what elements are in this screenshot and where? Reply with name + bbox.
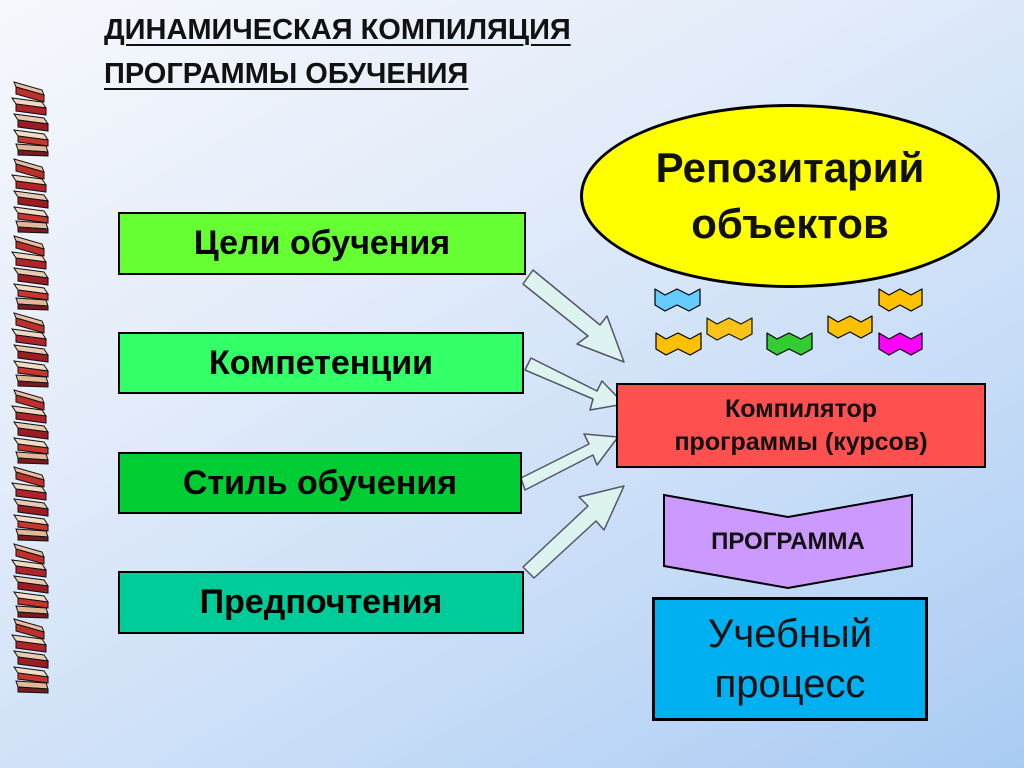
arrow-preferences-to-compiler (522, 485, 625, 579)
learning-object-chevron-icon (654, 288, 701, 312)
arrow-competencies-to-compiler (524, 357, 625, 411)
learning-process-box: Учебный процесс (652, 597, 928, 721)
goals-box: Цели обучения (118, 212, 526, 275)
competencies-box: Компетенции (118, 332, 524, 394)
learning-object-chevron-icon (878, 288, 923, 312)
title-line-1: ДИНАМИЧЕСКАЯ КОМПИЛЯЦИЯ (104, 14, 571, 46)
learning-object-chevron-icon (655, 332, 702, 356)
preferences-label: Предпочтения (199, 583, 443, 621)
page-title: ДИНАМИЧЕСКАЯ КОМПИЛЯЦИЯ ПРОГРАММЫ ОБУЧЕН… (104, 8, 571, 96)
program-label: ПРОГРАММА (711, 528, 865, 555)
program-compiler-box: Компилятор программы (курсов) (616, 383, 986, 468)
compiler-line-2: программы (курсов) (674, 427, 928, 456)
learning-style-label: Стиль обучения (182, 463, 458, 502)
preferences-box: Предпочтения (118, 571, 524, 634)
learning-line-1: Учебный (707, 612, 873, 656)
learning-object-chevron-icon (766, 332, 813, 356)
competencies-label: Компетенции (208, 343, 434, 382)
learning-object-chevron-icon (827, 315, 873, 339)
arrow-style-to-compiler (520, 433, 619, 491)
goals-label: Цели обучения (193, 224, 451, 262)
compiler-line-1: Компилятор (724, 394, 878, 423)
object-repository-ellipse: Репозитарий объектов (580, 104, 1000, 288)
learning-line-2: процесс (714, 662, 866, 706)
repository-line-2: объектов (691, 200, 889, 247)
learning-object-chevron-icon (706, 317, 753, 341)
learning-style-box: Стиль обучения (118, 452, 522, 514)
learning-object-chevron-icon (878, 332, 923, 356)
title-line-2: ПРОГРАММЫ ОБУЧЕНИЯ (104, 58, 469, 90)
program-shape (663, 493, 913, 590)
arrow-goals-to-compiler (522, 269, 625, 363)
repository-line-1: Репозитарий (655, 144, 925, 191)
